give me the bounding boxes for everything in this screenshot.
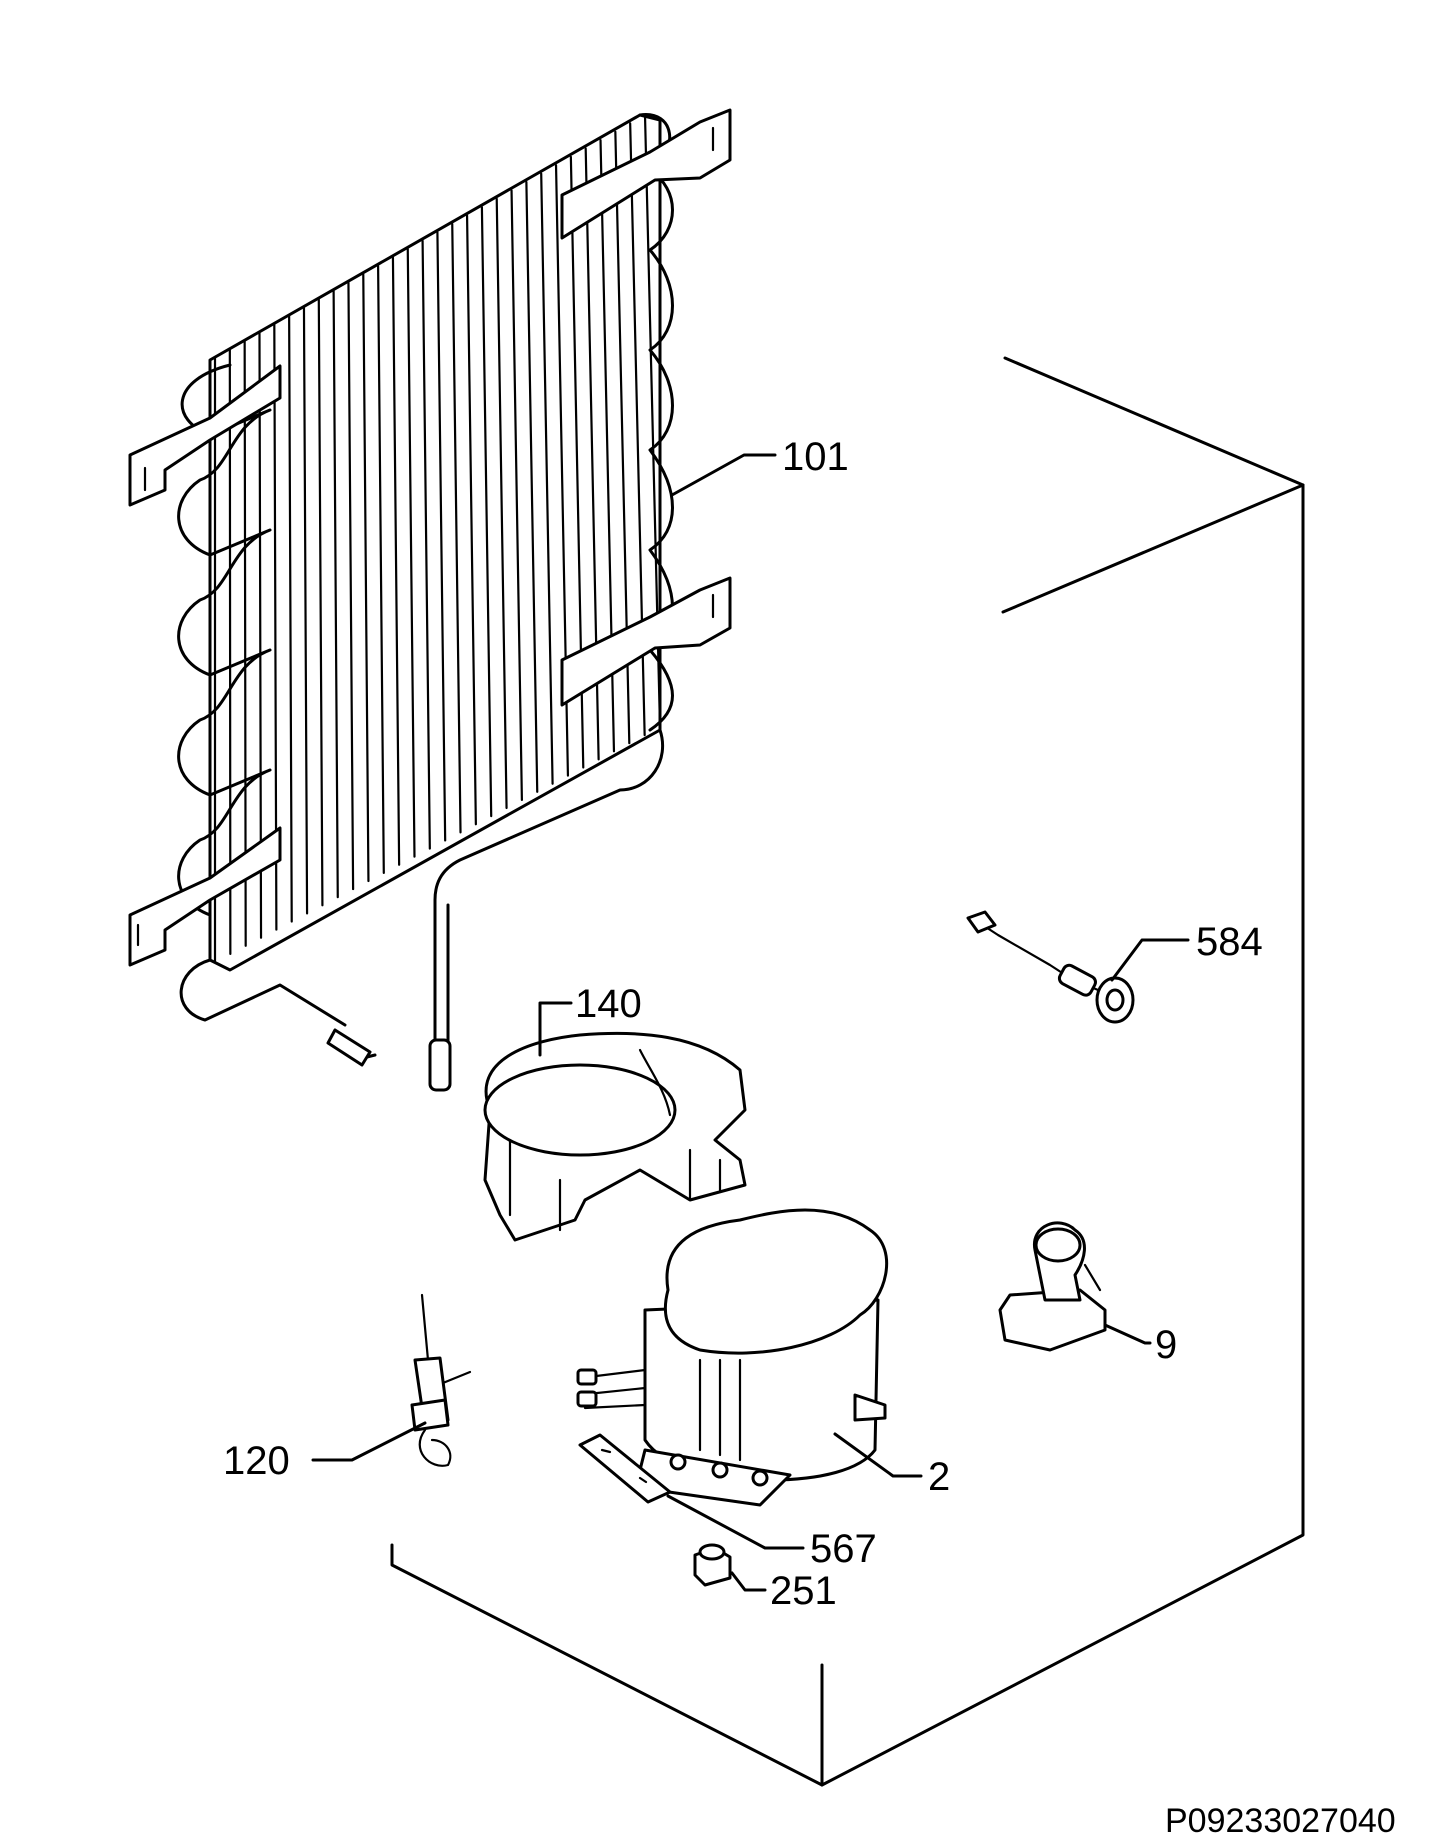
condenser-wire xyxy=(288,315,293,923)
condenser-wire xyxy=(243,340,247,947)
condenser-wire xyxy=(347,281,355,891)
condenser-wire xyxy=(525,180,539,793)
condenser-wire xyxy=(302,306,309,915)
label-567: 567 xyxy=(810,1527,877,1571)
drier-filter-part xyxy=(410,1293,472,1467)
condenser-part xyxy=(128,108,732,1092)
label-101: 101 xyxy=(782,435,849,479)
rubber-grommet-part xyxy=(693,1543,732,1587)
condenser-wire xyxy=(540,172,554,785)
condenser-wire xyxy=(436,231,447,842)
condenser-wire xyxy=(391,256,401,866)
condenser-wire xyxy=(480,206,493,818)
leader-lines xyxy=(311,453,1190,1592)
condenser-wire xyxy=(495,197,508,810)
condenser-wire xyxy=(273,323,278,931)
condenser-wire xyxy=(451,222,462,834)
label-9: 9 xyxy=(1155,1323,1177,1367)
condenser-wire xyxy=(421,239,431,850)
relay-clip-part xyxy=(998,1221,1107,1352)
condenser-wire xyxy=(332,289,339,899)
condenser-wire xyxy=(377,264,385,874)
label-584: 584 xyxy=(1196,920,1263,964)
condenser-wire xyxy=(317,298,324,907)
label-2: 2 xyxy=(928,1455,950,1499)
label-251: 251 xyxy=(770,1569,837,1613)
sensor-probe-part xyxy=(966,910,1135,1024)
condenser-wire xyxy=(258,331,263,939)
condenser-wire xyxy=(406,247,416,858)
condenser-wire xyxy=(510,189,523,802)
compressor-part xyxy=(576,1208,889,1507)
label-120: 120 xyxy=(223,1439,290,1483)
condenser-wire xyxy=(362,273,370,883)
cabinet-outline xyxy=(390,356,1305,1787)
mounting-plate-part xyxy=(578,1433,672,1504)
drip-tray-part xyxy=(483,1031,747,1242)
drawing-code: P09233027040 xyxy=(1165,1802,1396,1840)
condenser-wire xyxy=(465,214,477,826)
label-140: 140 xyxy=(575,982,642,1026)
